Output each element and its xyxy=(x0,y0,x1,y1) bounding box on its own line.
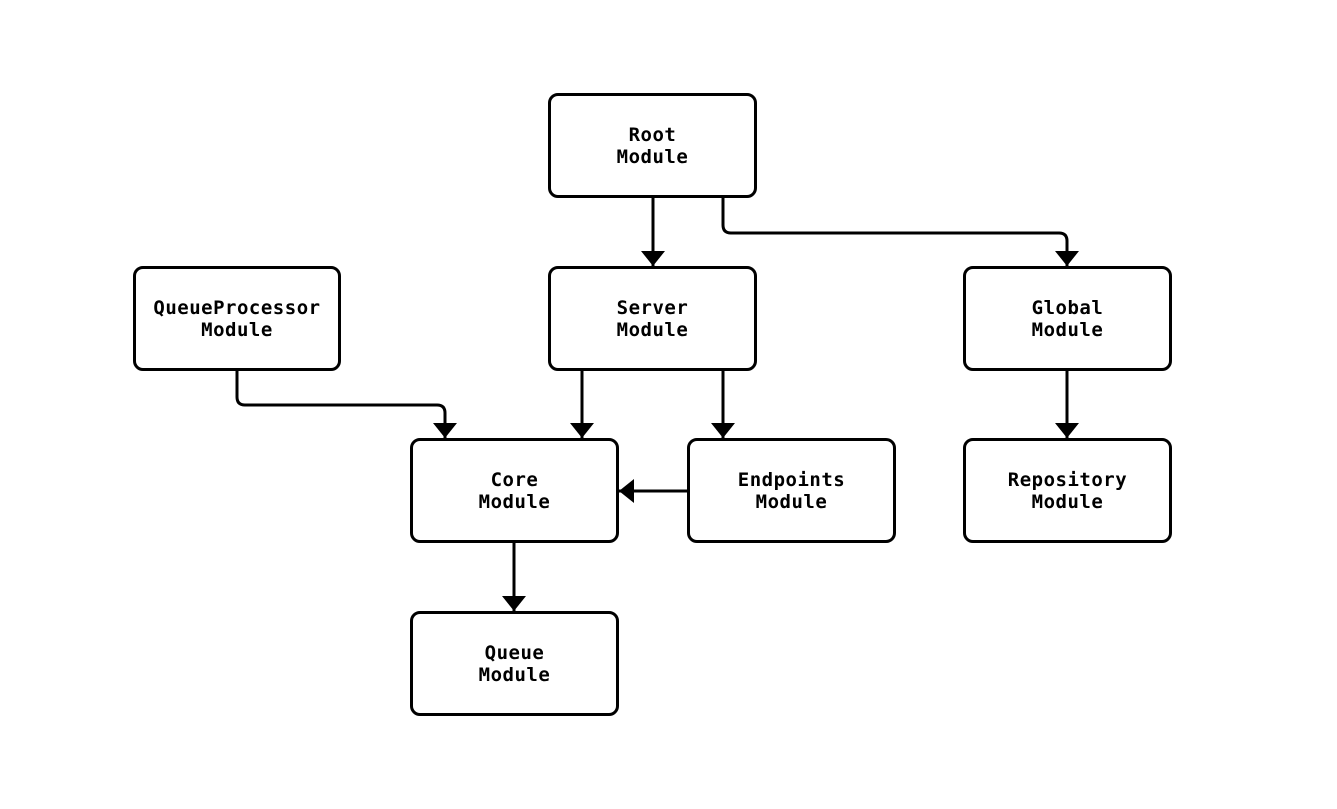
node-core-label-line1: Core xyxy=(490,468,539,491)
node-server-label-line1: Server xyxy=(616,296,689,319)
node-queueprocessor-label-line2: Module xyxy=(201,318,273,341)
node-global-module: Global Module xyxy=(963,266,1172,371)
node-root-label-line2: Module xyxy=(616,145,689,168)
node-queue-label-line2: Module xyxy=(478,663,551,686)
node-root-label-line1: Root xyxy=(628,123,677,146)
node-core-label-line2: Module xyxy=(478,490,551,513)
node-queueprocessor-label-line1: QueueProcessor xyxy=(153,296,321,319)
node-repository-label-line1: Repository xyxy=(1007,468,1128,491)
node-repository-module: Repository Module xyxy=(963,438,1172,543)
node-endpoints-label-line1: Endpoints xyxy=(737,468,846,491)
node-queueprocessor-module: QueueProcessor Module xyxy=(133,266,341,371)
node-global-label-line1: Global xyxy=(1031,296,1104,319)
node-root-module: Root Module xyxy=(548,93,757,198)
edge-root-to-global xyxy=(721,198,1079,266)
node-repository-label-line2: Module xyxy=(1031,490,1104,513)
node-global-label-line2: Module xyxy=(1031,318,1104,341)
node-endpoints-label-line2: Module xyxy=(755,490,828,513)
node-server-label-line2: Module xyxy=(616,318,689,341)
node-queue-module: Queue Module xyxy=(410,611,619,716)
node-server-module: Server Module xyxy=(548,266,757,371)
node-endpoints-module: Endpoints Module xyxy=(687,438,896,543)
node-queue-label-line1: Queue xyxy=(484,641,545,664)
edge-queueprocessor-to-core xyxy=(235,371,457,438)
node-core-module: Core Module xyxy=(410,438,619,543)
